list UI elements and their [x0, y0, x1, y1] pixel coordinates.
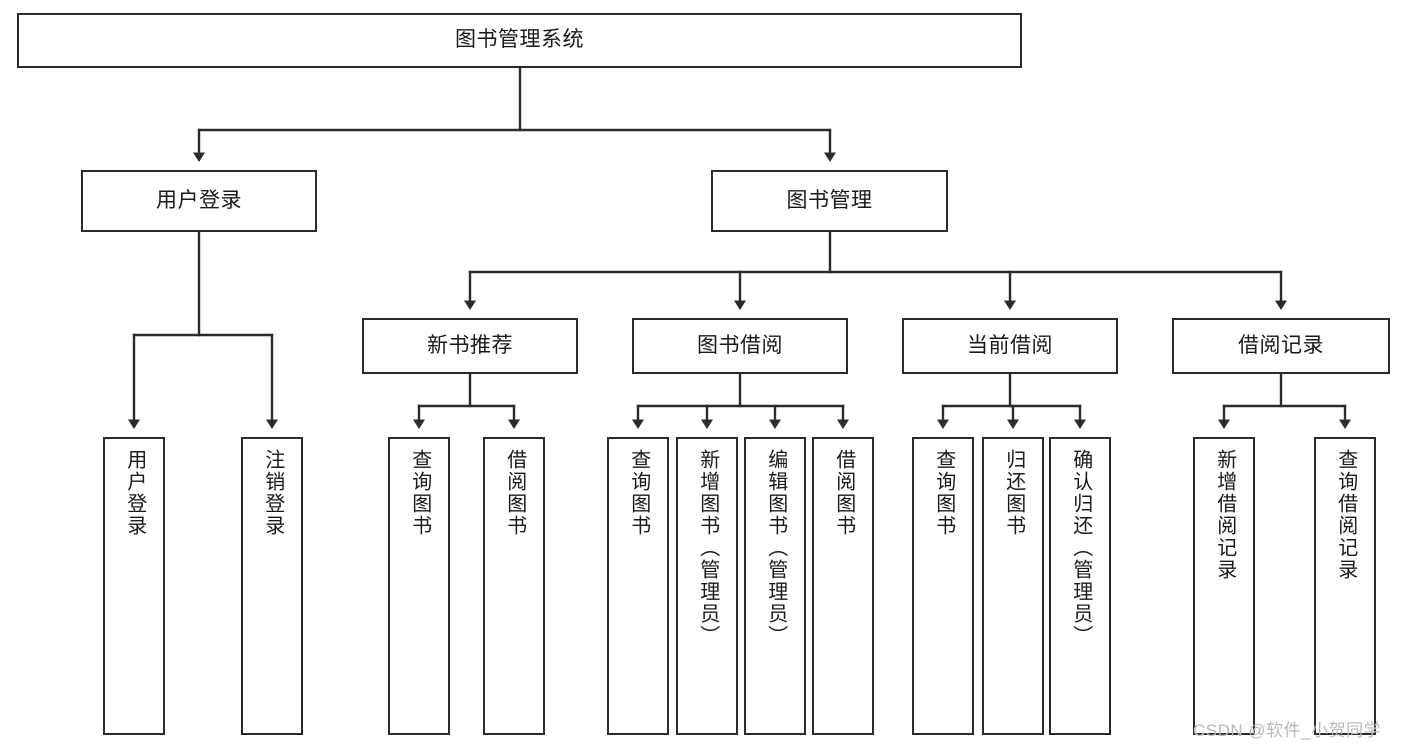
node-label: 查询借阅记录 [1334, 449, 1357, 581]
node-book-management[interactable]: 图书管理 [711, 170, 948, 232]
node-label: 新增图书（管理员） [696, 449, 719, 647]
leaf-book-borrow-edit[interactable]: 编辑图书（管理员） [744, 437, 806, 735]
leaf-new-book-query[interactable]: 查询图书 [388, 437, 450, 735]
leaf-current-borrow-return[interactable]: 归还图书 [982, 437, 1044, 735]
node-new-book-recommend[interactable]: 新书推荐 [362, 318, 578, 374]
node-label: 新增借阅记录 [1213, 449, 1236, 581]
node-label: 用户登录 [123, 449, 146, 537]
leaf-borrow-record-add[interactable]: 新增借阅记录 [1193, 437, 1255, 735]
node-label: 查询图书 [408, 449, 431, 537]
leaf-book-borrow-query[interactable]: 查询图书 [607, 437, 669, 735]
leaf-new-book-borrow[interactable]: 借阅图书 [483, 437, 545, 735]
node-label: 注销登录 [261, 449, 284, 537]
leaf-current-borrow-query[interactable]: 查询图书 [912, 437, 974, 735]
node-label: 新书推荐 [427, 333, 513, 357]
node-root-library-system[interactable]: 图书管理系统 [17, 13, 1022, 68]
node-current-borrow[interactable]: 当前借阅 [902, 318, 1118, 374]
node-book-borrow[interactable]: 图书借阅 [632, 318, 848, 374]
node-label: 图书管理系统 [455, 28, 584, 52]
leaf-user-login-signin[interactable]: 用户登录 [103, 437, 165, 735]
node-label: 借阅图书 [503, 449, 526, 537]
node-label: 图书借阅 [697, 333, 783, 357]
node-user-login[interactable]: 用户登录 [81, 170, 317, 232]
leaf-user-login-signout[interactable]: 注销登录 [241, 437, 303, 735]
node-label: 图书管理 [786, 188, 873, 212]
node-borrow-record[interactable]: 借阅记录 [1172, 318, 1390, 374]
node-label: 当前借阅 [967, 333, 1053, 357]
leaf-current-borrow-confirm-return[interactable]: 确认归还（管理员） [1049, 437, 1111, 735]
node-label: 确认归还（管理员） [1069, 449, 1092, 647]
node-label: 借阅图书 [832, 449, 855, 537]
node-label: 用户登录 [156, 188, 242, 212]
node-label: 借阅记录 [1238, 333, 1324, 357]
node-label: 归还图书 [1002, 449, 1025, 537]
leaf-borrow-record-query[interactable]: 查询借阅记录 [1314, 437, 1376, 735]
leaf-book-borrow-lend[interactable]: 借阅图书 [812, 437, 874, 735]
leaf-book-borrow-add[interactable]: 新增图书（管理员） [676, 437, 738, 735]
node-label: 查询图书 [627, 449, 650, 537]
node-label: 编辑图书（管理员） [764, 449, 787, 647]
node-label: 查询图书 [932, 449, 955, 537]
